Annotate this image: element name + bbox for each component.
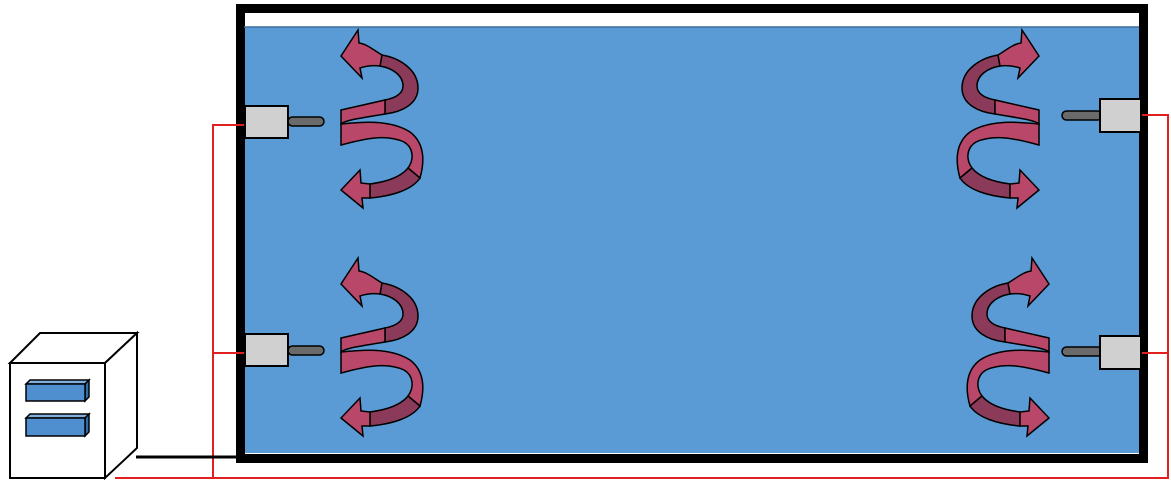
controller-display-bottom <box>26 414 89 436</box>
heater-body <box>1100 336 1141 369</box>
controller-box <box>10 333 137 478</box>
heater-probe <box>1062 347 1102 356</box>
heater-probe <box>288 117 324 126</box>
heater-body <box>1100 99 1141 132</box>
heater-body <box>245 334 288 366</box>
heater-probe <box>288 346 324 355</box>
controller-display-top <box>26 380 89 401</box>
heater-probe <box>1062 111 1102 120</box>
heater-body <box>245 106 288 138</box>
water-body <box>243 27 1140 453</box>
water-tank <box>241 9 1144 459</box>
